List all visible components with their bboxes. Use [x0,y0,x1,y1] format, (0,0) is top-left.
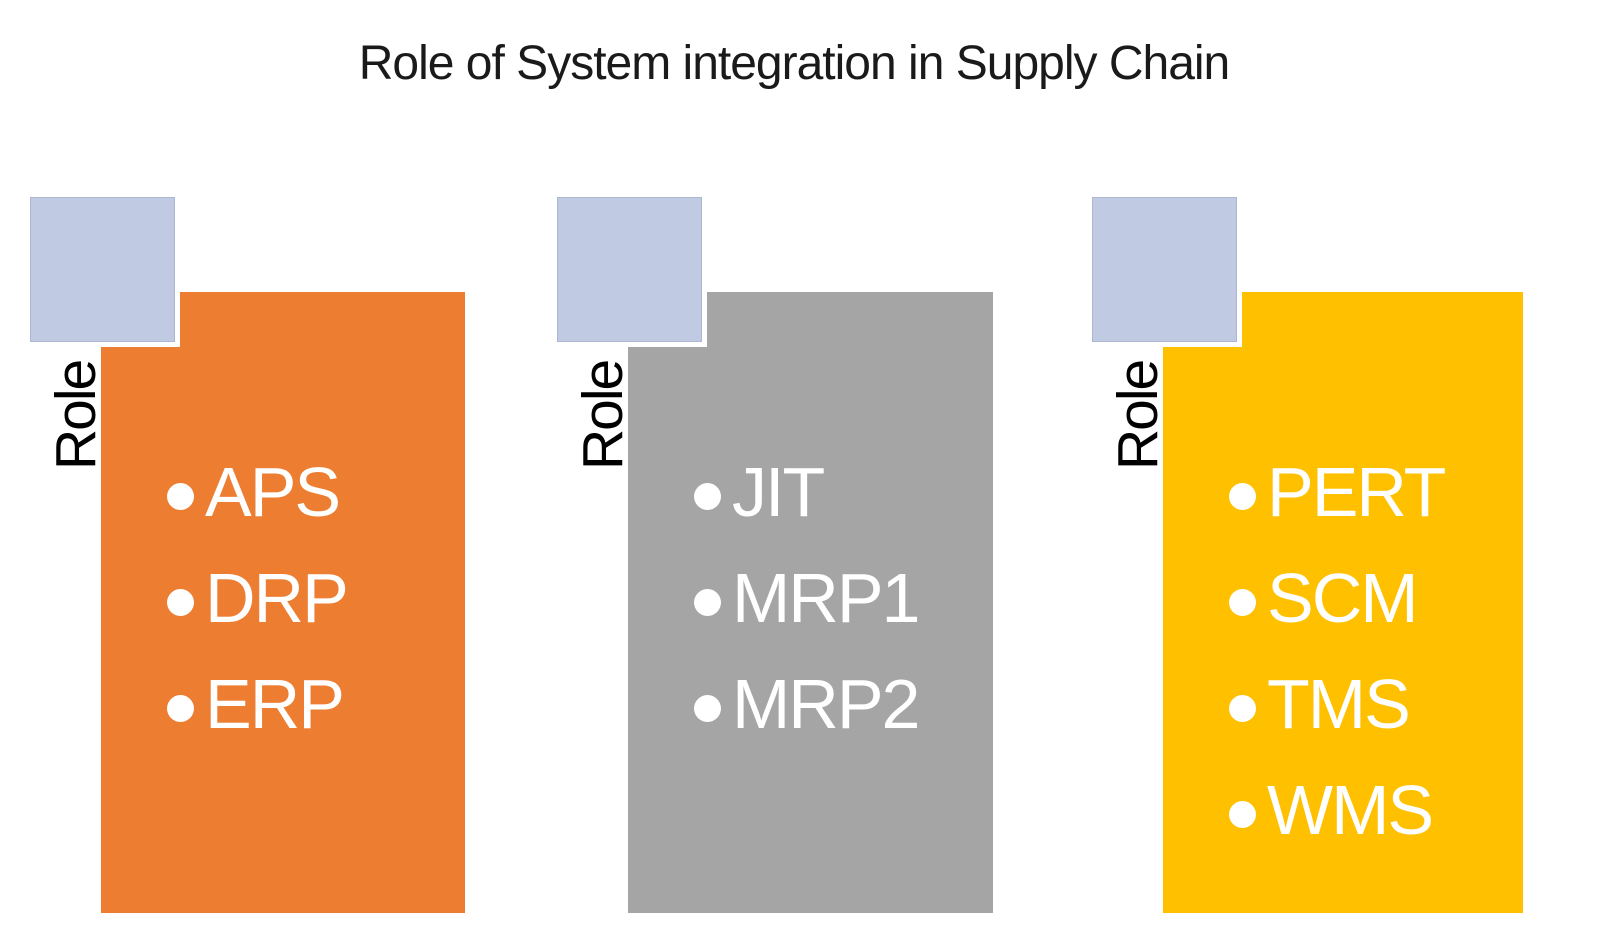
item-text: ERP [205,665,345,743]
list-item: SCM [1229,545,1529,651]
column-side-label: Role [1106,360,1170,470]
list-item: WMS [1229,757,1529,863]
bullet-dot-icon [167,483,194,510]
list-item: MRP1 [694,545,994,651]
list-item: MRP2 [694,651,994,757]
item-text: PERT [1267,453,1446,531]
item-text: MRP1 [732,559,920,637]
role-column-1: APS DRP ERP Role [30,197,541,913]
item-text: WMS [1267,771,1434,849]
item-text: TMS [1267,665,1411,743]
item-text: MRP2 [732,665,920,743]
list-item: DRP [167,545,467,651]
column-side-label: Role [44,360,108,470]
bullet-dot-icon [1229,483,1256,510]
item-text: APS [205,453,341,531]
list-item: ERP [167,651,467,757]
placeholder-square [1092,197,1237,342]
list-item: APS [167,439,467,545]
bullet-list-3: PERT SCM TMS WMS [1163,387,1529,863]
bullet-dot-icon [694,483,721,510]
bullet-dot-icon [694,589,721,616]
column-body-2: JIT MRP1 MRP2 [628,292,993,913]
item-text: JIT [732,453,825,531]
bullet-dot-icon [1229,695,1256,722]
bullet-dot-icon [167,589,194,616]
placeholder-square [557,197,702,342]
column-side-label: Role [571,360,635,470]
bullet-dot-icon [694,695,721,722]
bullet-dot-icon [1229,589,1256,616]
bullet-dot-icon [1229,801,1256,828]
list-item: TMS [1229,651,1529,757]
column-body-3: PERT SCM TMS WMS [1163,292,1523,913]
placeholder-square [30,197,175,342]
bullet-list-1: APS DRP ERP [101,387,467,757]
item-text: SCM [1267,559,1419,637]
role-column-2: JIT MRP1 MRP2 Role [557,197,1068,913]
role-column-3: PERT SCM TMS WMS Role [1092,197,1600,913]
slide-title: Role of System integration in Supply Cha… [358,37,1231,90]
bullet-list-2: JIT MRP1 MRP2 [628,387,994,757]
item-text: DRP [205,559,349,637]
column-body-1: APS DRP ERP [101,292,465,913]
list-item: PERT [1229,439,1529,545]
bullet-dot-icon [167,695,194,722]
list-item: JIT [694,439,994,545]
